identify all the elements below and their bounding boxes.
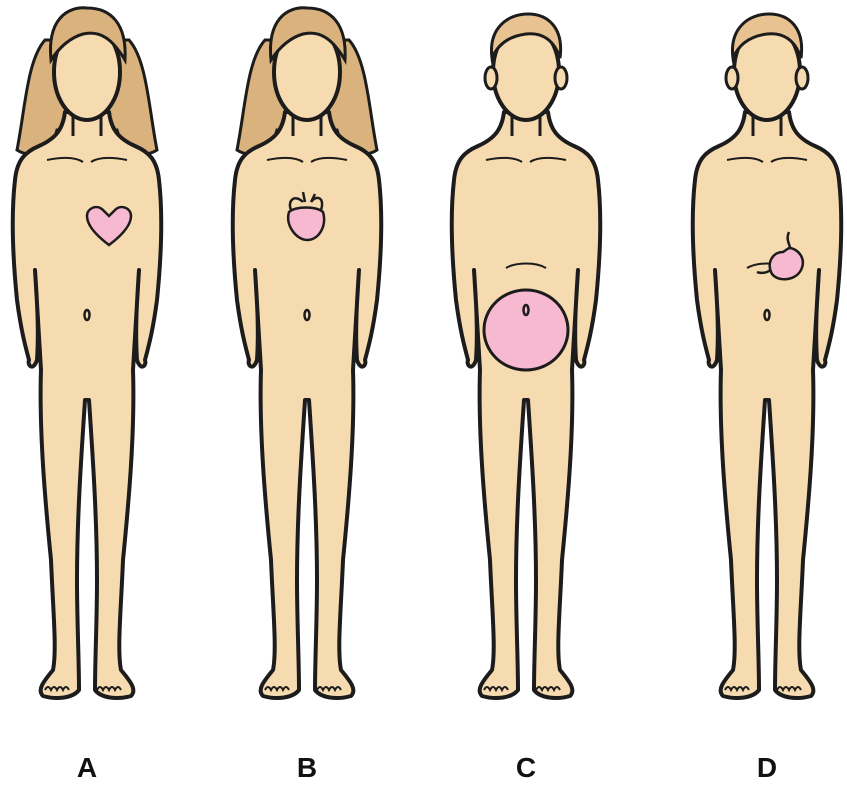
ear-right [796,67,808,89]
body [233,112,381,698]
figure-label-d: D [737,752,797,784]
toes [725,687,801,690]
body [452,112,600,698]
toes [484,687,560,690]
figure-label-c: C [496,752,556,784]
body [13,112,161,698]
ear-left [485,67,497,89]
ear-right [555,67,567,89]
figure-label-b: B [277,752,337,784]
toes [265,687,341,690]
figure-d [693,14,841,698]
round-abdomen [484,290,568,370]
body [693,112,841,698]
figure-b [233,8,381,698]
toes [45,687,121,690]
figure-a [13,8,161,698]
figure-c [452,14,600,698]
ear-left [726,67,738,89]
figure-label-a: A [57,752,117,784]
